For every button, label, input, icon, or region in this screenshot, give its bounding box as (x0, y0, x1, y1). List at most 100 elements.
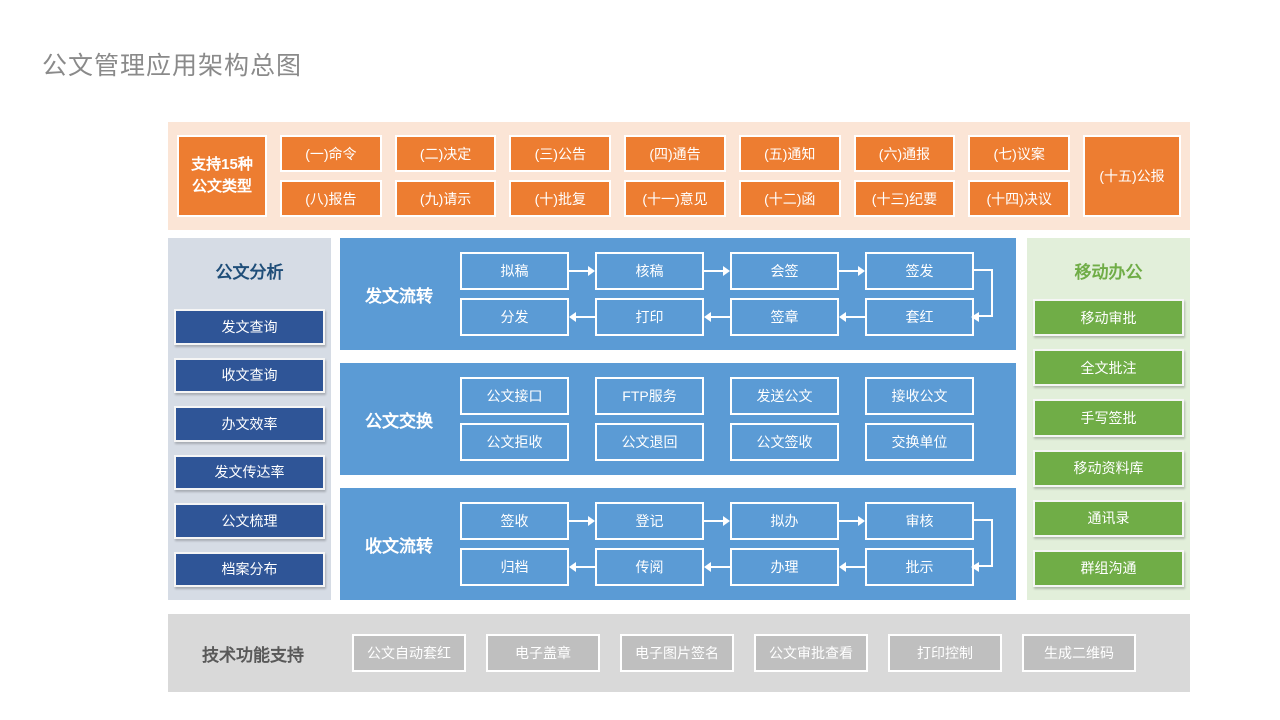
flow-section-label: 收文流转 (365, 536, 433, 556)
flow-step-box: FTP服务 (595, 377, 704, 415)
spacer (704, 423, 730, 461)
doc-type-box: (十)批复 (509, 180, 612, 217)
tech-support-item: 电子图片签名 (620, 634, 734, 672)
flow-step-box: 批示 (865, 548, 974, 586)
flow-step-box: 签章 (730, 298, 839, 336)
doc-type-box: (十二)函 (738, 180, 841, 217)
mobile-office-item: 通讯录 (1033, 499, 1184, 537)
arrow-right-icon (839, 502, 865, 540)
mobile-office-item: 全文批注 (1033, 349, 1184, 387)
arrow-right-icon (704, 252, 730, 290)
arrow-right-icon (569, 252, 595, 290)
flow-step-box: 公文接口 (460, 377, 569, 415)
flow-step-box: 公文拒收 (460, 423, 569, 461)
doc-type-box: (四)通告 (624, 135, 726, 172)
analysis-item: 发文传达率 (174, 454, 325, 490)
arrow-right-icon (839, 252, 865, 290)
mobile-office-item: 移动资料库 (1033, 449, 1184, 487)
flow-step-box: 拟稿 (460, 252, 569, 290)
spacer (839, 377, 865, 415)
flow-rows: 签收 登记 拟办 审核 归档 传阅 办理 批示 (460, 502, 1016, 586)
doc-type-box: (十四)决议 (968, 180, 1071, 217)
flow-section-label: 公文交换 (365, 411, 433, 431)
flow-step-box: 公文退回 (595, 423, 704, 461)
flow-step-box: 会签 (730, 252, 839, 290)
tech-support-item: 电子盖章 (486, 634, 600, 672)
page-title: 公文管理应用架构总图 (42, 52, 303, 80)
arrow-left-icon (839, 298, 865, 336)
doc-types-col-6: (六)通报 (十三)纪要 (853, 135, 956, 217)
doc-type-box-tall: (十五)公报 (1083, 135, 1182, 217)
doc-type-box: (一)命令 (280, 135, 382, 172)
analysis-panel: 公文分析 发文查询 收文查询 办文效率 发文传达率 公文梳理 档案分布 (168, 238, 331, 600)
tech-support-band: 技术功能支持 公文自动套红 电子盖章 电子图片签名 公文审批查看 打印控制 生成… (168, 614, 1190, 692)
doc-type-box: (九)请示 (394, 180, 497, 217)
spacer (569, 377, 595, 415)
doc-types-label: 支持15种 公文类型 (177, 135, 267, 217)
analysis-header: 公文分析 (215, 263, 284, 282)
doc-type-box: (三)公告 (509, 135, 612, 172)
doc-type-box: (五)通知 (738, 135, 841, 172)
mobile-office-item: 手写签批 (1033, 399, 1184, 437)
arrow-left-icon (569, 548, 595, 586)
analysis-items: 发文查询 收文查询 办文效率 发文传达率 公文梳理 档案分布 (174, 309, 325, 600)
outgoing-flow-section: 发文流转 拟稿 核稿 会签 签发 分发 打印 签章 套红 (340, 238, 1016, 350)
flow-row-top: 签收 登记 拟办 审核 (460, 502, 974, 540)
flow-step-box: 套红 (865, 298, 974, 336)
doc-types-col-2: (二)决定 (九)请示 (394, 135, 497, 217)
arrow-left-icon (704, 548, 730, 586)
doc-types-label-line2: 公文类型 (191, 178, 252, 195)
arrow-left-icon (704, 298, 730, 336)
flow-row-bottom: 公文拒收 公文退回 公文签收 交换单位 (460, 423, 974, 461)
flow-step-box: 分发 (460, 298, 569, 336)
flow-rows: 公文接口 FTP服务 发送公文 接收公文 公文拒收 公文退回 公文签收 交换单位 (460, 377, 1016, 461)
flow-step-box: 归档 (460, 548, 569, 586)
mobile-office-item: 移动审批 (1033, 299, 1184, 337)
flow-section-label: 发文流转 (365, 286, 433, 306)
analysis-item: 发文查询 (174, 309, 325, 345)
mobile-office-item: 群组沟通 (1033, 549, 1184, 588)
flow-step-box: 签收 (460, 502, 569, 540)
flow-step-box: 拟办 (730, 502, 839, 540)
flow-step-box: 签发 (865, 252, 974, 290)
exchange-section: 公文交换 公文接口 FTP服务 发送公文 接收公文 公文拒收 公文退回 公文签收… (340, 363, 1016, 475)
spacer (839, 423, 865, 461)
flow-row-bottom: 分发 打印 签章 套红 (460, 298, 974, 336)
flow-row-bottom: 归档 传阅 办理 批示 (460, 548, 974, 586)
arrow-left-icon (839, 548, 865, 586)
flow-step-box: 打印 (595, 298, 704, 336)
analysis-item: 档案分布 (174, 551, 325, 587)
spacer (704, 377, 730, 415)
flow-step-box: 交换单位 (865, 423, 974, 461)
doc-types-col-4: (四)通告 (十一)意见 (624, 135, 726, 217)
doc-types-col-1: (一)命令 (八)报告 (280, 135, 382, 217)
analysis-item: 收文查询 (174, 357, 325, 393)
tech-support-item: 公文自动套红 (352, 634, 466, 672)
incoming-flow-section: 收文流转 签收 登记 拟办 审核 归档 传阅 办理 批示 (340, 488, 1016, 600)
mobile-office-panel: 移动办公 移动审批 全文批注 手写签批 移动资料库 通讯录 群组沟通 (1027, 238, 1190, 600)
mobile-office-items: 移动审批 全文批注 手写签批 移动资料库 通讯录 群组沟通 (1033, 299, 1184, 600)
doc-types-col-3: (三)公告 (十)批复 (509, 135, 612, 217)
doc-type-box: (十三)纪要 (853, 180, 956, 217)
doc-types-col-5: (五)通知 (十二)函 (738, 135, 841, 217)
flow-row-top: 公文接口 FTP服务 发送公文 接收公文 (460, 377, 974, 415)
doc-type-box: (七)议案 (968, 135, 1071, 172)
doc-types-label-line1: 支持15种 (191, 156, 253, 174)
flow-step-box: 办理 (730, 548, 839, 586)
flow-rows: 拟稿 核稿 会签 签发 分发 打印 签章 套红 (460, 252, 1016, 336)
doc-type-box: (八)报告 (280, 180, 382, 217)
flow-step-box: 登记 (595, 502, 704, 540)
flow-step-box: 审核 (865, 502, 974, 540)
arrow-right-icon (569, 502, 595, 540)
flow-step-box: 发送公文 (730, 377, 839, 415)
analysis-item: 公文梳理 (174, 503, 325, 539)
tech-support-item: 公文审批查看 (754, 634, 868, 672)
tech-support-items: 公文自动套红 电子盖章 电子图片签名 公文审批查看 打印控制 生成二维码 (352, 634, 1136, 672)
tech-support-header: 技术功能支持 (202, 645, 304, 665)
analysis-item: 办文效率 (174, 406, 325, 442)
flow-step-box: 传阅 (595, 548, 704, 586)
doc-types-col-7: (七)议案 (十四)决议 (968, 135, 1071, 217)
doc-type-box: (十一)意见 (624, 180, 726, 217)
tech-support-item: 生成二维码 (1022, 634, 1136, 672)
